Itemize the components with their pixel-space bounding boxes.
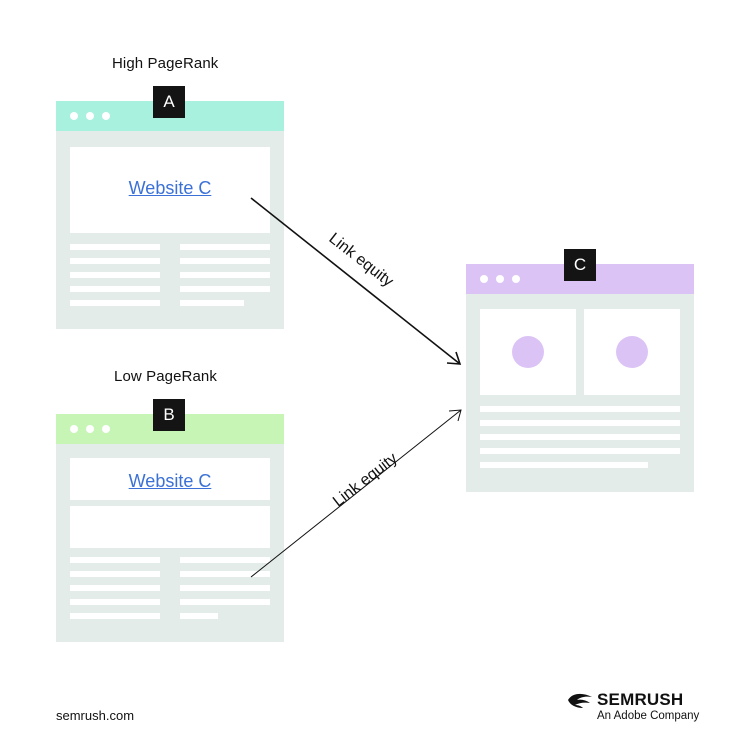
window-dot-icon [102, 112, 110, 120]
site-c-badge: C [564, 249, 596, 281]
text-line [180, 272, 270, 278]
window-dot-icon [512, 275, 520, 283]
text-line [70, 286, 160, 292]
text-line [180, 300, 244, 306]
arrow-b-to-c-head [448, 409, 462, 422]
site-b-badge: B [153, 399, 185, 431]
text-line [70, 258, 160, 264]
arrow-a-to-c-head [446, 351, 462, 365]
site-a-caption: High PageRank [112, 55, 219, 72]
text-line [70, 585, 160, 591]
arrow-b-to-c [250, 409, 462, 578]
text-line [480, 448, 680, 454]
text-line [70, 557, 160, 563]
arrow-a-to-c [250, 197, 461, 365]
window-dot-icon [86, 425, 94, 433]
window-dot-icon [70, 425, 78, 433]
text-line [180, 244, 270, 250]
site-a-link-website-c[interactable]: Website C [128, 178, 212, 198]
browser-window-b: Website C [56, 414, 284, 642]
text-line [70, 599, 160, 605]
text-line [180, 613, 218, 619]
brand-subtitle: An Adobe Company [597, 710, 700, 722]
text-line [70, 300, 160, 306]
text-line [180, 571, 270, 577]
browser-window-a: Website C [56, 101, 284, 329]
text-line [180, 599, 270, 605]
text-line [480, 406, 680, 412]
footer-url: semrush.com [56, 708, 135, 723]
image-placeholder-icon [616, 336, 648, 368]
site-a-content-panel [70, 147, 270, 233]
brand-name: SEMRUSH [597, 690, 684, 709]
text-line [480, 462, 648, 468]
image-placeholder-icon [512, 336, 544, 368]
window-dot-icon [480, 275, 488, 283]
site-b-caption: Low PageRank [114, 368, 217, 385]
site-c-image-panel-right [584, 309, 680, 395]
text-line [70, 272, 160, 278]
semrush-fire-logo-icon [568, 693, 592, 708]
text-line [180, 286, 270, 292]
text-line [70, 571, 160, 577]
window-dot-icon [70, 112, 78, 120]
site-a-badge: A [153, 86, 185, 118]
text-line [480, 420, 680, 426]
window-dot-icon [102, 425, 110, 433]
window-dot-icon [496, 275, 504, 283]
text-line [70, 613, 160, 619]
text-line [480, 434, 680, 440]
window-dot-icon [86, 112, 94, 120]
site-c-image-panel-left [480, 309, 576, 395]
site-b-content-panel-bottom [70, 506, 270, 548]
text-line [180, 557, 270, 563]
text-line [180, 585, 270, 591]
text-line [180, 258, 270, 264]
browser-window-c [466, 264, 694, 492]
site-b-content-panel-top [70, 458, 270, 500]
site-b-link-website-c[interactable]: Website C [128, 471, 212, 491]
text-line [70, 244, 160, 250]
